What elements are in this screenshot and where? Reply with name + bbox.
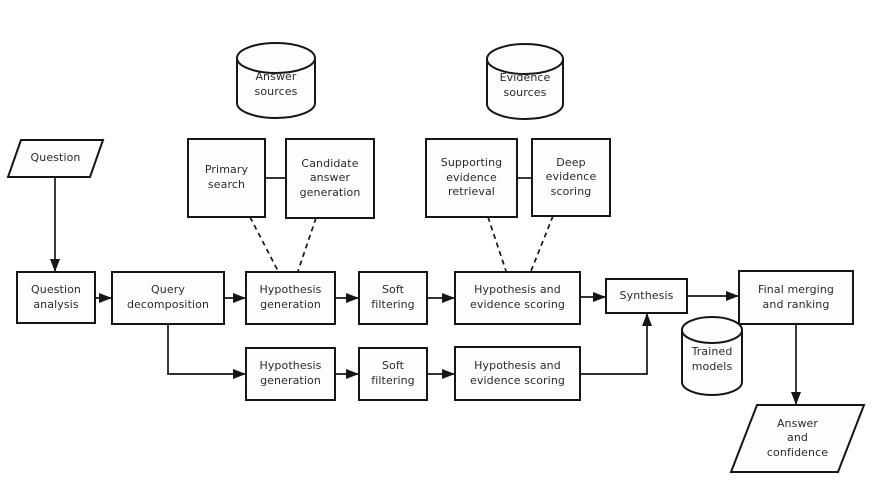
final-merging-ranking-box <box>738 270 854 325</box>
trained-models-cylinder-body <box>681 330 743 396</box>
query-decomposition-box <box>111 271 225 325</box>
hypothesis-evidence-scoring-top-box <box>454 271 581 325</box>
hypothesis-generation-bottom-box <box>245 347 336 401</box>
deep-evidence-scoring-box <box>531 138 611 217</box>
edge-scoring-bottom-to-synthesis <box>580 313 652 375</box>
soft-filtering-bottom-box <box>358 347 428 401</box>
hypothesis-evidence-scoring-bottom-box <box>454 346 581 401</box>
edge-dashed-primary-search-to-hypothesis-generation <box>249 216 279 272</box>
evidence-sources-cylinder-body <box>486 59 564 120</box>
edge-dashed-candidate-to-hypothesis-generation <box>297 217 317 272</box>
hypothesis-generation-top-box <box>245 271 336 325</box>
answer-sources-cylinder-body <box>236 58 316 119</box>
edge-query-decomposition-to-hypothesis-generation-bottom <box>167 324 246 379</box>
question-analysis-box <box>16 271 96 324</box>
soft-filtering-top-box <box>358 271 428 325</box>
edge-dashed-deep-to-scoring <box>530 215 554 272</box>
question-parallelogram <box>6 139 105 178</box>
trained-models-cylinder-top <box>681 316 743 344</box>
evidence-sources-cylinder-top <box>486 43 564 75</box>
answer-confidence-parallelogram <box>729 404 866 473</box>
supporting-evidence-retrieval-box <box>425 138 518 218</box>
answer-sources-cylinder-top <box>236 42 316 74</box>
candidate-answer-generation-box <box>285 138 375 219</box>
synthesis-box <box>605 278 688 314</box>
primary-search-box <box>187 138 266 218</box>
edge-dashed-supporting-to-scoring <box>487 216 507 272</box>
